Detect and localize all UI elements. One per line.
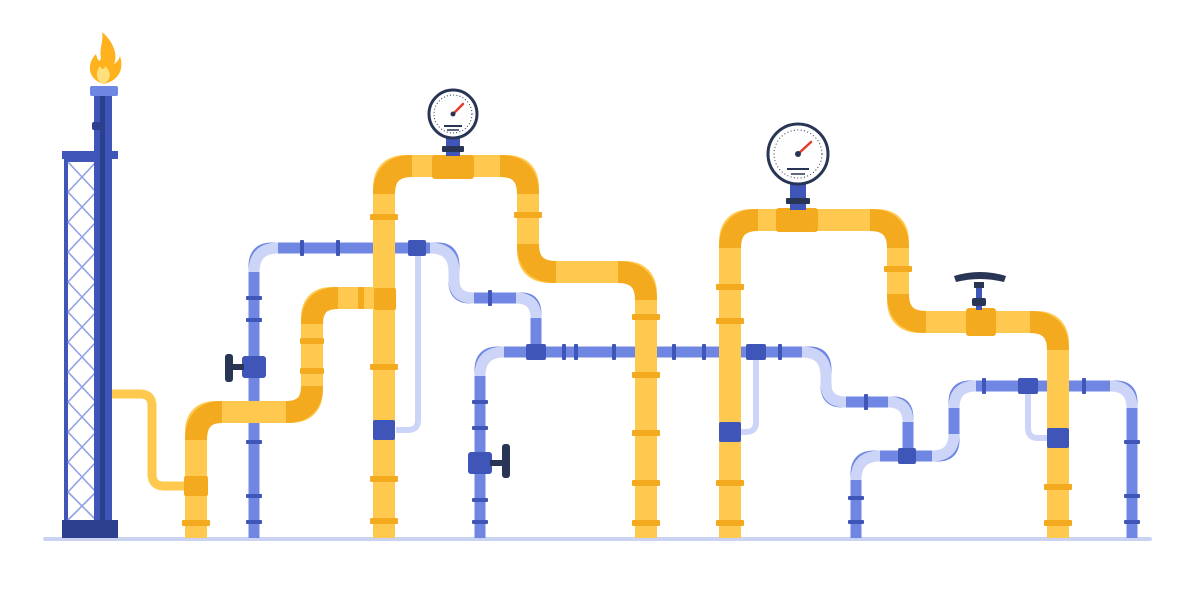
valve-side-middle	[468, 444, 510, 478]
valve-side-left	[225, 354, 266, 382]
flame-icon	[89, 32, 122, 84]
pressure-gauge-left	[427, 88, 479, 156]
yellow-pipe-flanges	[182, 155, 1072, 526]
pressure-gauge-right	[766, 122, 830, 210]
flare-stack-icon	[62, 86, 118, 538]
blue-pipe-network	[248, 242, 1138, 538]
blue-pipe-flanges	[246, 240, 1140, 524]
pipe-couplers	[373, 420, 1069, 448]
yellow-pipe-network	[112, 155, 1069, 538]
valve-handwheel-top	[954, 272, 1006, 310]
